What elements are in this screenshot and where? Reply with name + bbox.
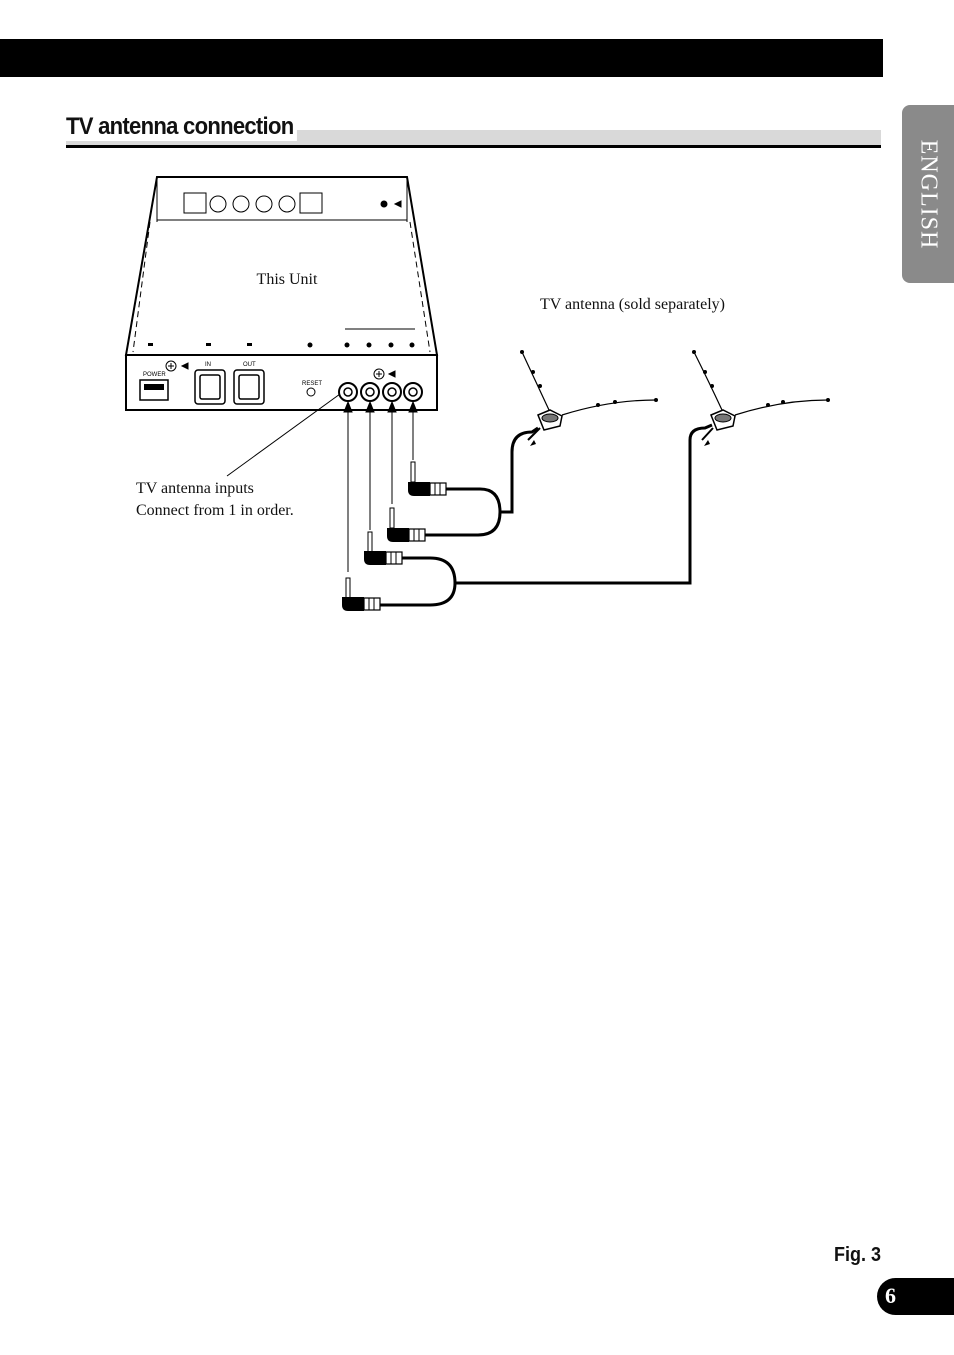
antenna-inputs-line1: TV antenna inputs xyxy=(136,480,254,497)
antenna-plug-3 xyxy=(364,531,403,565)
page-number: 6 xyxy=(885,1283,896,1308)
reset-label: RESET xyxy=(302,381,322,387)
inputs-leader-line xyxy=(226,393,341,477)
antenna-plug-2 xyxy=(387,507,426,542)
tv-antenna-label: TV antenna (sold separately) xyxy=(540,296,725,313)
antenna-inputs-label: TV antenna inputs Connect from 1 in orde… xyxy=(136,478,294,522)
unit-top-face xyxy=(124,176,439,356)
antenna-plug-1 xyxy=(408,461,447,496)
page-number-badge xyxy=(877,1278,954,1315)
this-unit-label: This Unit xyxy=(224,267,350,292)
language-tab: ENGLISH xyxy=(902,105,954,283)
title-underline xyxy=(66,145,881,148)
antenna-jacks xyxy=(338,368,423,402)
unit-front-panel xyxy=(125,354,438,411)
top-panel-marks xyxy=(148,328,415,348)
out-connector: OUT xyxy=(233,362,265,405)
out-label: OUT xyxy=(243,362,256,368)
insertion-arrows xyxy=(343,400,418,572)
tv-antenna-1 xyxy=(520,350,658,446)
reset-button: RESET xyxy=(302,381,322,397)
power-connector: POWER xyxy=(139,372,169,401)
ground-symbol xyxy=(165,360,189,372)
rear-connectors xyxy=(183,192,402,214)
antenna-plug-4 xyxy=(342,577,381,611)
header-bar xyxy=(0,39,883,77)
figure-caption: Fig. 3 xyxy=(834,1244,882,1266)
tv-antenna-2 xyxy=(692,350,830,446)
in-connector: IN xyxy=(194,362,226,405)
in-label: IN xyxy=(205,362,211,368)
section-title: TV antenna connection xyxy=(66,113,298,141)
antenna-inputs-line2: Connect from 1 in order. xyxy=(136,502,294,519)
antenna-cables xyxy=(380,423,713,607)
power-label: POWER xyxy=(143,372,166,378)
